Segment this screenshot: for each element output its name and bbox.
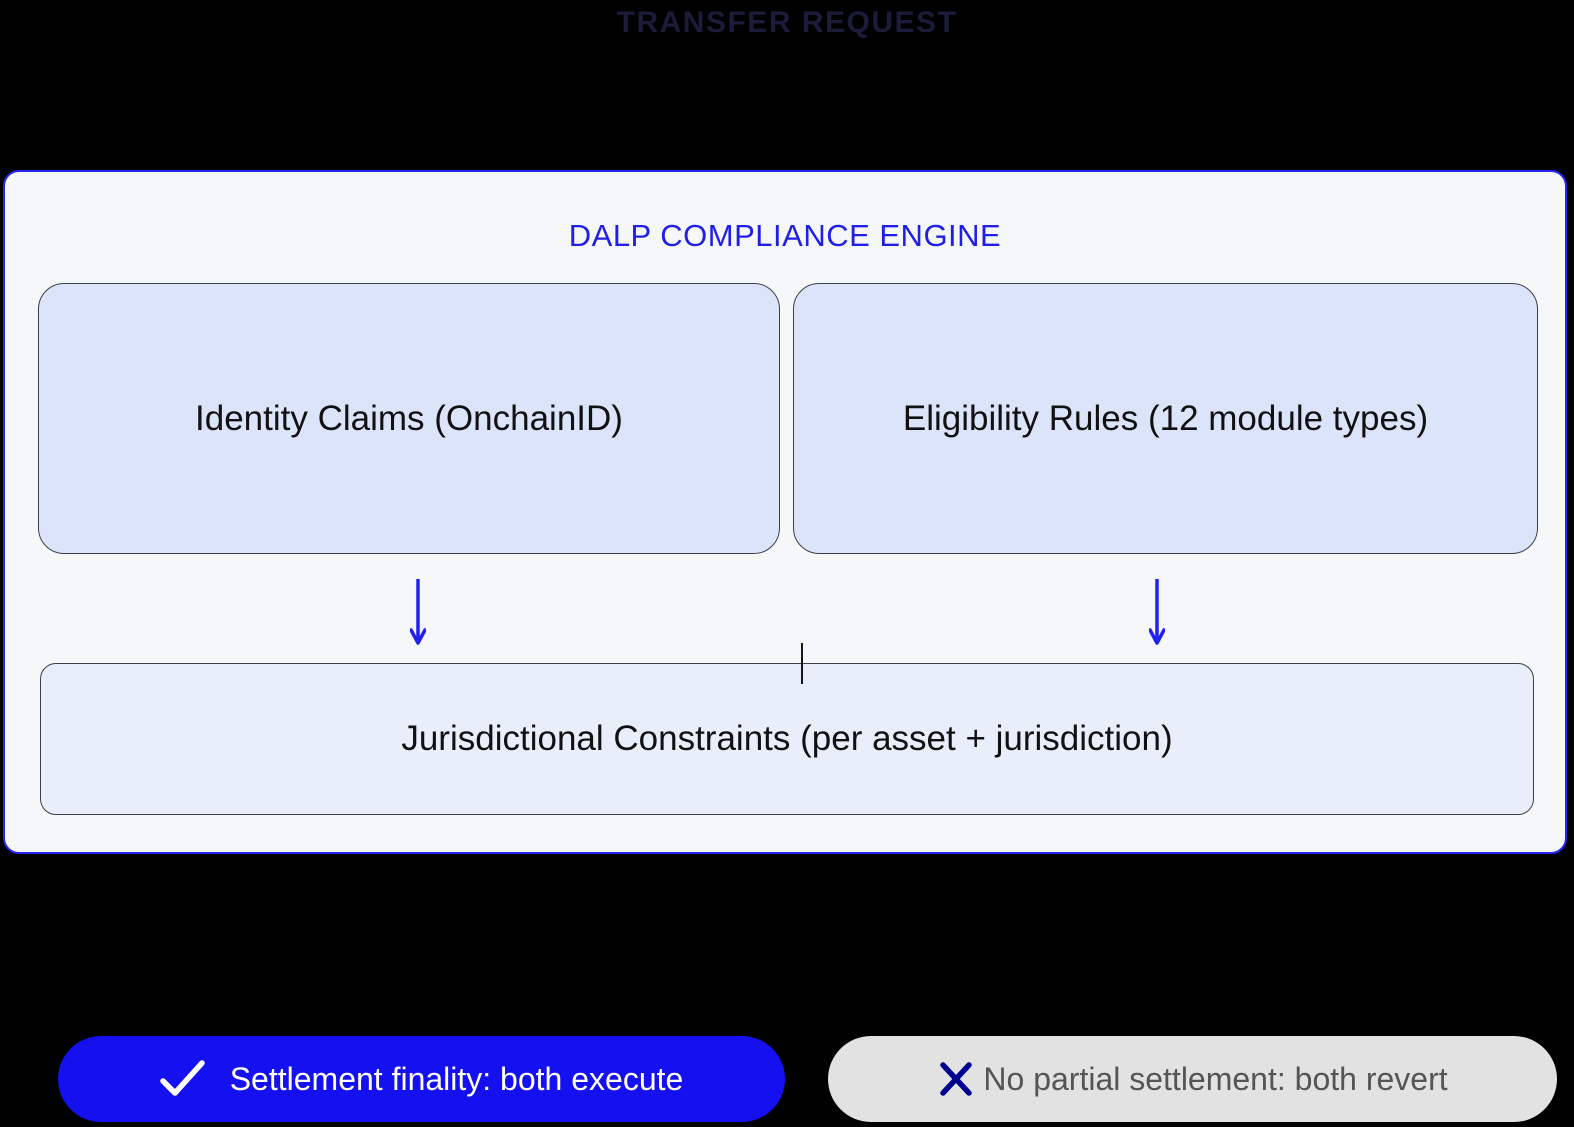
engine-heading: DALP COMPLIANCE ENGINE xyxy=(568,218,1002,253)
no-partial-settlement-badge: No partial settlement: both revert xyxy=(828,1036,1557,1122)
arrow-down-icon xyxy=(1149,579,1165,645)
identity-claims-label: Identity Claims (OnchainID) xyxy=(195,398,623,438)
settlement-finality-badge: Settlement finality: both execute xyxy=(58,1036,785,1122)
compliance-engine-panel: DALP COMPLIANCE ENGINE Identity Claims (… xyxy=(3,170,1567,854)
eligibility-rules-box: Eligibility Rules (12 module types) xyxy=(793,283,1538,554)
jurisdictional-constraints-box: Jurisdictional Constraints (per asset + … xyxy=(40,663,1534,815)
connector-line xyxy=(801,643,803,684)
no-partial-settlement-label: No partial settlement: both revert xyxy=(983,1060,1448,1097)
settlement-finality-label: Settlement finality: both execute xyxy=(229,1060,684,1097)
arrow-down-icon xyxy=(410,579,426,645)
eligibility-rules-label: Eligibility Rules (12 module types) xyxy=(902,398,1429,438)
jurisdictional-constraints-label: Jurisdictional Constraints (per asset + … xyxy=(401,719,1173,758)
check-icon xyxy=(159,1060,206,1098)
x-icon xyxy=(937,1060,975,1098)
page-title: TRANSFER REQUEST xyxy=(616,6,958,39)
identity-claims-box: Identity Claims (OnchainID) xyxy=(38,283,780,554)
